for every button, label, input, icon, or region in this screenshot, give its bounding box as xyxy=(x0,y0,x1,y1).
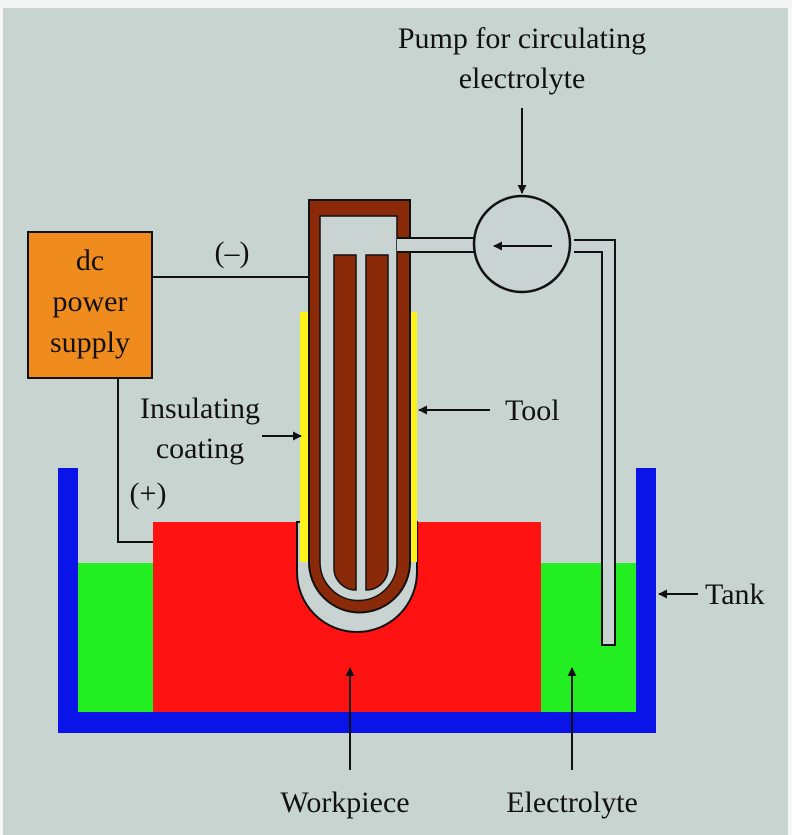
power-supply-label-line3: supply xyxy=(50,326,130,359)
insulating-coating-label-line1: Insulating xyxy=(140,392,260,425)
electrolyte-left xyxy=(78,563,154,712)
insulating-coating-left xyxy=(300,312,309,562)
tool-bar-left xyxy=(333,254,357,591)
positive-wire xyxy=(117,378,153,543)
tank-label: Tank xyxy=(705,578,765,611)
tool-bar-right xyxy=(365,254,389,591)
insulating-coating-label-line2: coating xyxy=(156,432,244,465)
negative-terminal-label: (–) xyxy=(215,236,250,269)
electrolyte-supply-pipe xyxy=(397,237,477,253)
positive-terminal-label: (+) xyxy=(130,477,167,510)
workpiece-label: Workpiece xyxy=(280,786,409,819)
power-supply-label-line2: power xyxy=(53,285,128,318)
electrolyte-right xyxy=(540,563,636,712)
power-supply-label-line1: dc xyxy=(76,244,104,277)
electrolyte-label: Electrolyte xyxy=(506,786,638,819)
pump-circle xyxy=(472,194,572,294)
electrolyte-return-pipe xyxy=(574,239,616,646)
pump-label-line1: Pump for circulating xyxy=(398,22,646,55)
dc-power-supply-box xyxy=(27,231,153,379)
insulating-coating-right xyxy=(408,312,417,562)
pump-label-line2: electrolyte xyxy=(459,62,586,95)
tool-label: Tool xyxy=(505,394,560,427)
